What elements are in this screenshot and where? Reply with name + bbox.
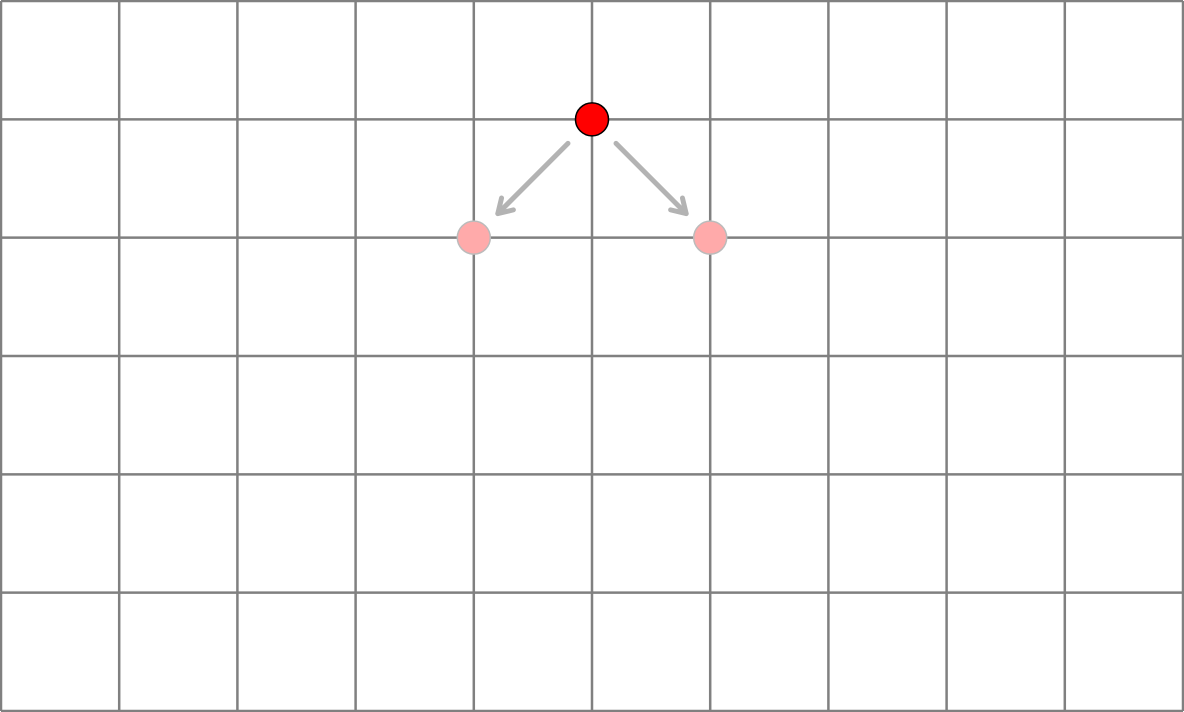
move-arrows — [495, 140, 689, 217]
pieces[interactable] — [574, 102, 610, 137]
move-target-marker[interactable] — [692, 220, 728, 255]
move-targets[interactable] — [456, 220, 728, 255]
arrow-down-right-head-icon — [668, 195, 689, 217]
arrow-down-left-shaft — [495, 140, 571, 217]
move-target-marker[interactable] — [456, 220, 492, 255]
arrow-down-left-head-icon — [495, 195, 516, 217]
red-checker-piece[interactable] — [574, 102, 610, 137]
arrow-down-right-shaft — [613, 140, 689, 217]
